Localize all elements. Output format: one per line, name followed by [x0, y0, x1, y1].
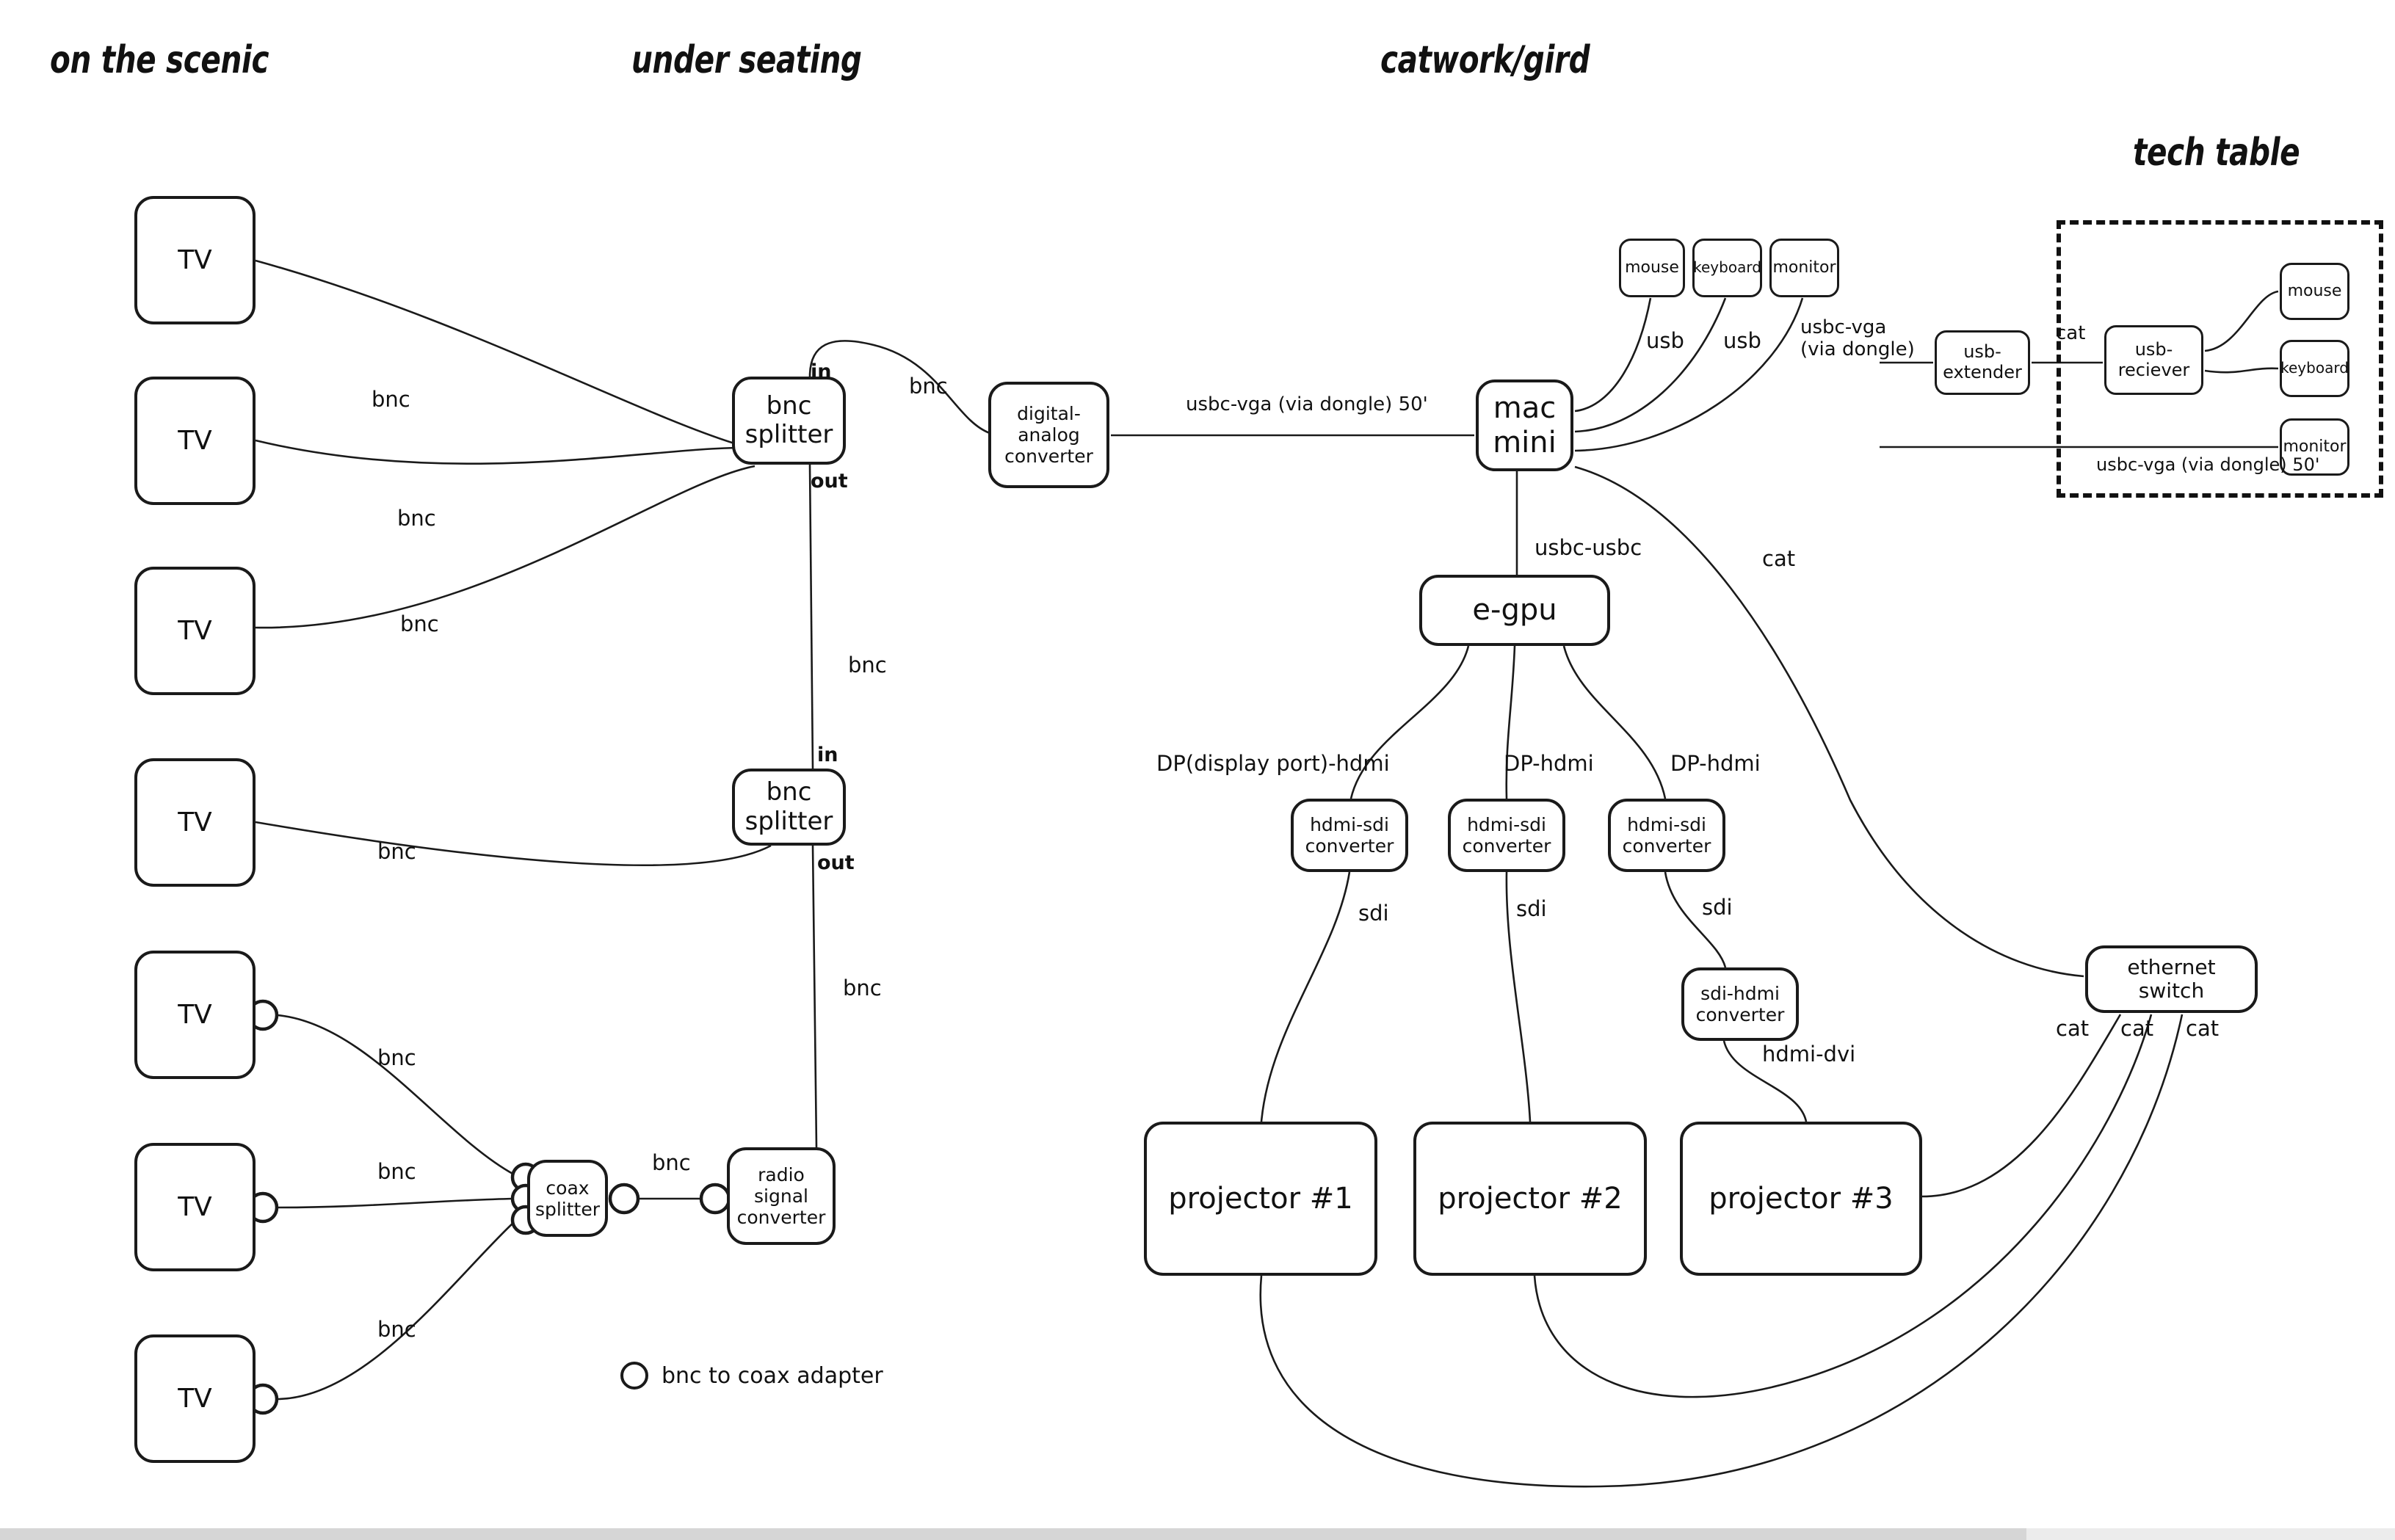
wire-label-tv2-bnc: bnc [397, 506, 436, 531]
port-label-splitter1-in: in [811, 360, 832, 383]
wire-splitter2-radio [811, 845, 818, 1148]
wire-label-usbc-vga-dongle: usbc-vga (via dongle) [1800, 316, 1915, 360]
node-monitor-tech-table[interactable]: monitor [2280, 418, 2349, 476]
node-hdmi-sdi-converter-3[interactable]: hdmi-sdi converter [1608, 799, 1725, 872]
wire-tv5-coax [277, 1014, 515, 1176]
node-coax-splitter[interactable]: coax splitter [527, 1160, 608, 1237]
node-sdi-hdmi-converter[interactable]: sdi-hdmi converter [1681, 967, 1799, 1041]
wire-macmini-monitor [1574, 297, 1804, 452]
node-tv-5[interactable]: TV [134, 951, 256, 1079]
wire-tv7-coax [277, 1221, 515, 1401]
node-mac-mini[interactable]: mac mini [1476, 379, 1573, 471]
node-hdmi-sdi-converter-2[interactable]: hdmi-sdi converter [1448, 799, 1565, 872]
node-tv-7[interactable]: TV [134, 1334, 256, 1463]
node-mouse-catwork[interactable]: mouse [1619, 239, 1685, 297]
wire-label-tv3-bnc: bnc [400, 611, 439, 636]
node-radio-signal-converter[interactable]: radio signal converter [727, 1147, 836, 1245]
node-usb-extender[interactable]: usb- extender [1935, 330, 2030, 395]
wire-macmini-keyboard [1574, 297, 1727, 433]
node-usb-reciever[interactable]: usb- reciever [2104, 325, 2203, 395]
node-e-gpu[interactable]: e-gpu [1419, 575, 1610, 646]
zone-title-seating: under seating [631, 38, 862, 82]
port-label-splitter1-out: out [811, 470, 848, 493]
node-tv-2[interactable]: TV [134, 377, 256, 505]
wire-label-sdi-2: sdi [1516, 896, 1547, 921]
node-mouse-tech-table[interactable]: mouse [2280, 263, 2349, 320]
coax-out-adapter-icon [608, 1183, 640, 1215]
radio-in-adapter-icon [699, 1183, 731, 1215]
wire-hdmisdi1-projector1 [1260, 871, 1351, 1122]
wire-label-coax-radio-bnc: bnc [652, 1150, 691, 1175]
wire-label-tv4-bnc: bnc [377, 839, 416, 864]
wire-label-splitter2-bnc: bnc [843, 976, 882, 1000]
wire-tv3-splitter1 [255, 465, 756, 629]
zone-title-catwork: catwork/gird [1380, 38, 1590, 82]
wire-macmini-mouse [1574, 297, 1652, 413]
wire-label-usbc-vga-tech-table: usbc-vga (via dongle) 50' [2096, 454, 2320, 475]
node-keyboard-tech-table[interactable]: keyboard [2280, 340, 2349, 397]
wire-label-cat-switch-3: cat [2186, 1016, 2220, 1041]
wire-tv6-coax [277, 1197, 515, 1209]
node-tv-1[interactable]: TV [134, 196, 256, 324]
node-hdmi-sdi-converter-1[interactable]: hdmi-sdi converter [1291, 799, 1408, 872]
node-monitor-catwork[interactable]: monitor [1769, 239, 1839, 297]
wire-label-cat-switch-1: cat [2056, 1016, 2090, 1041]
horizontal-scrollbar-track[interactable] [0, 1528, 2395, 1540]
wire-label-usb-keyboard: usb [1723, 328, 1761, 353]
node-projector-3[interactable]: projector #3 [1680, 1122, 1922, 1276]
wire-label-usbc-usbc: usbc-usbc [1535, 535, 1642, 560]
wire-label-dp-hdmi-1: DP(display port)-hdmi [1156, 751, 1390, 776]
wire-label-usb-mouse: usb [1646, 328, 1684, 353]
node-bnc-splitter-2[interactable]: bnc splitter [732, 769, 846, 846]
wire-label-tv7-bnc: bnc [377, 1317, 416, 1342]
wire-label-tv1-bnc: bnc [372, 387, 410, 412]
bnc-coax-adapter-icon [620, 1362, 648, 1390]
node-tv-4[interactable]: TV [134, 758, 256, 887]
zone-title-scenic: on the scenic [50, 38, 269, 82]
node-projector-1[interactable]: projector #1 [1144, 1122, 1377, 1276]
wire-label-usbc-vga-50: usbc-vga (via dongle) 50' [1186, 393, 1428, 415]
node-ethernet-switch[interactable]: ethernet switch [2085, 945, 2258, 1013]
port-label-splitter2-in: in [817, 744, 838, 766]
node-digital-analog-converter[interactable]: digital- analog converter [988, 382, 1109, 488]
node-projector-2[interactable]: projector #2 [1413, 1122, 1647, 1276]
wire-tv4-splitter2 [255, 821, 772, 867]
wire-label-hdmi-dvi: hdmi-dvi [1762, 1042, 1856, 1067]
port-label-splitter2-out: out [817, 851, 855, 874]
zone-title-tech-table: tech table [2133, 131, 2300, 175]
wire-label-cat-extender: cat [2056, 322, 2086, 344]
wire-tv2-splitter1 [255, 439, 744, 465]
wire-label-dp-hdmi-3: DP-hdmi [1670, 751, 1761, 776]
wire-splitter1-splitter2 [808, 464, 814, 769]
wire-projector3-ethernet [1921, 1014, 2122, 1198]
tech-table-boundary [2057, 220, 2383, 498]
legend-bnc-coax-adapter: bnc to coax adapter [620, 1362, 883, 1390]
wire-label-cat-macmini: cat [1762, 546, 1796, 571]
legend-label: bnc to coax adapter [662, 1362, 883, 1389]
wire-label-splitter1-da-bnc: bnc [909, 374, 948, 399]
node-tv-6[interactable]: TV [134, 1143, 256, 1271]
wire-label-sdi-1: sdi [1358, 901, 1389, 926]
horizontal-scrollbar-thumb[interactable] [0, 1528, 2026, 1540]
wire-tv1-splitter1 [255, 259, 735, 445]
wire-label-dp-hdmi-2: DP-hdmi [1504, 751, 1594, 776]
node-bnc-splitter-1[interactable]: bnc splitter [732, 377, 846, 465]
wire-macmini-ethernet [1574, 465, 2084, 978]
wire-label-tv6-bnc: bnc [377, 1159, 416, 1184]
wire-label-tv5-bnc: bnc [377, 1045, 416, 1070]
wire-label-splitter-mid-bnc: bnc [848, 653, 887, 678]
node-keyboard-catwork[interactable]: keyboard [1692, 239, 1762, 297]
wire-label-cat-switch-2: cat [2120, 1016, 2154, 1041]
node-tv-3[interactable]: TV [134, 567, 256, 695]
wire-label-sdi-3: sdi [1702, 895, 1733, 920]
